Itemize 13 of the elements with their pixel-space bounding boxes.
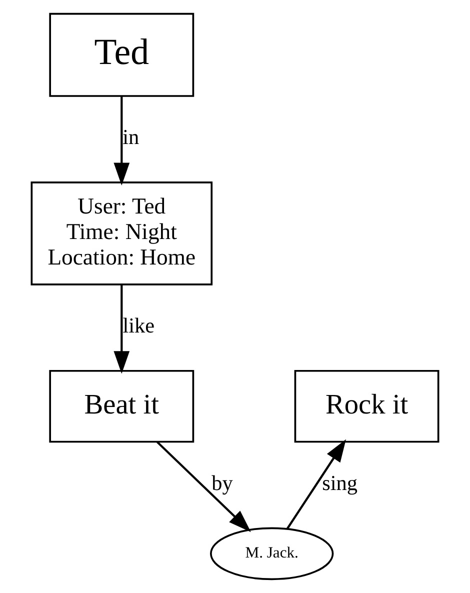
arrow xyxy=(156,441,251,532)
arrow xyxy=(114,96,130,186)
arrow xyxy=(114,284,130,374)
node-box: Beat it xyxy=(49,370,194,443)
edge-label: by xyxy=(212,470,233,495)
edge-label: in xyxy=(122,125,140,150)
node-box: Rock it xyxy=(294,370,440,443)
edge-label: like xyxy=(122,314,155,338)
edge-label: sing xyxy=(322,470,358,495)
node-box: User: Ted Time: Night Location: Home xyxy=(30,182,213,286)
node-box: Ted xyxy=(49,12,194,97)
node-ellipse: M. Jack. xyxy=(210,527,334,580)
arrow xyxy=(286,439,346,530)
